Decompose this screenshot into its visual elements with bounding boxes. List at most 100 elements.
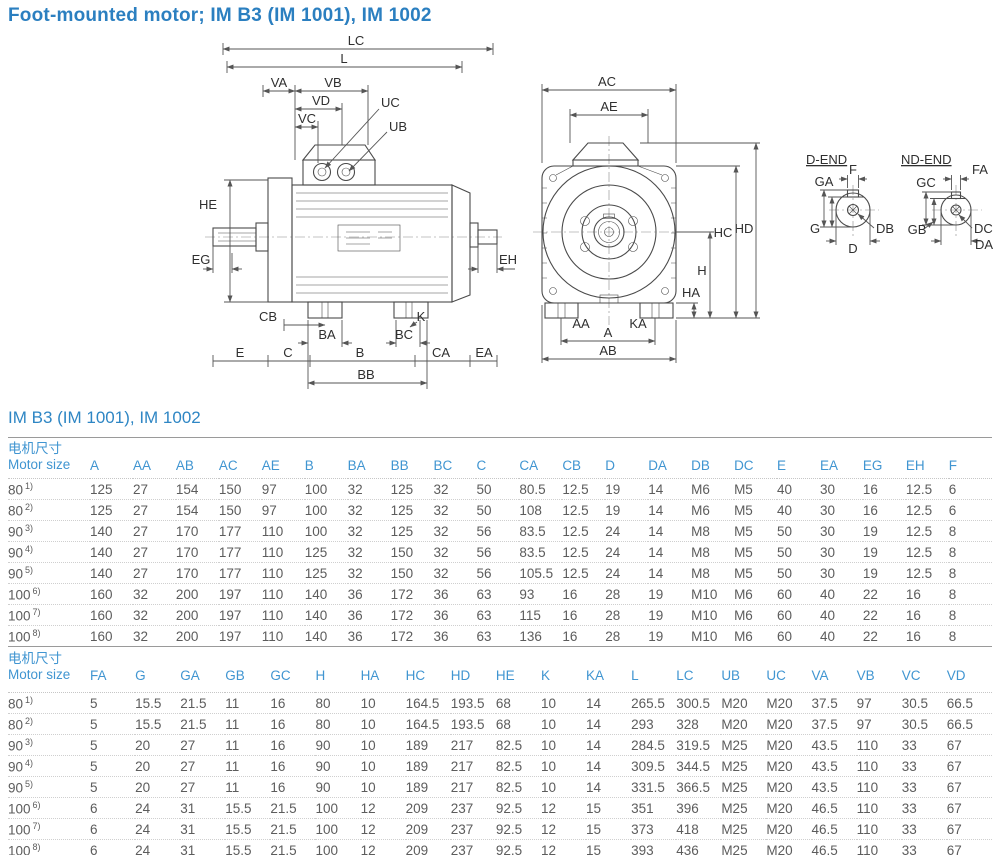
dim-cell: 12.5 — [562, 478, 606, 500]
dim-cell: 10 — [540, 734, 587, 756]
dim-cell: 15 — [586, 839, 632, 855]
dim-cell: 19 — [605, 478, 649, 500]
dim-cell: 11 — [225, 713, 271, 735]
dim-cell: 67 — [946, 839, 992, 855]
dim-cell: 14 — [648, 520, 692, 542]
dim-cell: 92.5 — [495, 797, 541, 819]
dim-cell: 351 — [631, 797, 677, 819]
dim-cell: 160 — [90, 604, 133, 626]
dim-cell: 15.5 — [225, 839, 271, 855]
col-header-uc: UC — [766, 648, 812, 693]
dim-cell: 140 — [304, 583, 348, 605]
dim-cell: 43.5 — [811, 734, 857, 756]
dim-cell: 136 — [519, 625, 563, 647]
d-end-detail: D-END F GA G DB D — [806, 152, 894, 256]
dim-cell: 83.5 — [519, 541, 563, 563]
dim-cell: 197 — [218, 604, 262, 626]
dim-cell: 418 — [676, 818, 722, 840]
dim-cell: 37.5 — [811, 692, 857, 714]
dim-cell: 60 — [777, 604, 820, 626]
dim-cell: 6 — [90, 797, 136, 819]
dim-cell: 32 — [132, 625, 176, 647]
dim-cell: 6 — [90, 818, 136, 840]
dim-cell: 28 — [605, 625, 649, 647]
col-header-va: VA — [811, 648, 857, 693]
dim-cell: 46.5 — [811, 839, 857, 855]
dim-cell: 160 — [90, 583, 133, 605]
dim-cell: 10 — [360, 776, 406, 798]
col-header-vd: VD — [946, 648, 992, 693]
dim-cell: 15.5 — [225, 818, 271, 840]
dim-cell: 20 — [135, 776, 181, 798]
dim-cell: 33 — [901, 818, 947, 840]
dim-cell: 97 — [856, 713, 902, 735]
dim-cell: 24 — [605, 520, 649, 542]
dim-label-hd: HD — [735, 221, 754, 236]
dim-cell: 197 — [218, 583, 262, 605]
dim-cell: M25 — [721, 776, 767, 798]
dim-cell: 33 — [901, 755, 947, 777]
dim-cell: 30 — [819, 520, 863, 542]
dim-cell: 396 — [676, 797, 722, 819]
side-view: LC L VA VB VD VC UC UB HE EG — [192, 33, 517, 389]
dim-cell: M5 — [734, 520, 777, 542]
col-header-vc: VC — [901, 648, 947, 693]
dim-cell: 100 — [315, 839, 361, 855]
dim-cell: M8 — [691, 520, 735, 542]
dim-cell: 27 — [132, 478, 176, 500]
dim-cell: 80 — [315, 692, 361, 714]
dim-cell: 10 — [360, 692, 406, 714]
dim-cell: 14 — [586, 713, 632, 735]
dim-cell: 50 — [476, 478, 520, 500]
dim-cell: 193.5 — [450, 692, 496, 714]
dim-cell: 5 — [90, 776, 136, 798]
dim-cell: 19 — [862, 562, 906, 584]
dim-cell: 5 — [90, 734, 136, 756]
col-header-ka: KA — [586, 648, 632, 693]
dim-cell: 12.5 — [562, 520, 606, 542]
dim-cell: M5 — [734, 499, 777, 521]
dim-cell: 110 — [856, 818, 902, 840]
dim-cell: 19 — [605, 499, 649, 521]
dim-cell: 36 — [433, 583, 477, 605]
dim-cell: 21.5 — [180, 713, 226, 735]
dim-cell: 150 — [390, 541, 434, 563]
col-header-bc: BC — [433, 437, 477, 479]
dim-cell: 82.5 — [495, 755, 541, 777]
col-header-eg: EG — [862, 437, 906, 479]
col-header-fa: FA — [90, 648, 136, 693]
dim-cell: 60 — [777, 625, 820, 647]
dim-cell: 46.5 — [811, 818, 857, 840]
col-header-a: A — [90, 437, 133, 479]
dim-label-eh: EH — [499, 252, 517, 267]
dim-cell: 15.5 — [135, 692, 181, 714]
dim-cell: 177 — [218, 541, 262, 563]
dim-cell: 36 — [347, 625, 391, 647]
dim-cell: M5 — [734, 478, 777, 500]
col-header-e: E — [777, 437, 820, 479]
dim-cell: M20 — [766, 839, 812, 855]
dim-cell: 293 — [631, 713, 677, 735]
dim-cell: 90 — [315, 734, 361, 756]
col-header-ub: UB — [721, 648, 767, 693]
dim-cell: 22 — [862, 625, 906, 647]
dim-cell: 43.5 — [811, 776, 857, 798]
dim-label-ka: KA — [629, 316, 647, 331]
dim-cell: 66.5 — [946, 713, 992, 735]
dim-label-hc: HC — [714, 225, 733, 240]
dim-cell: 31 — [180, 818, 226, 840]
dim-cell: M20 — [721, 692, 767, 714]
dim-cell: 24 — [605, 562, 649, 584]
dim-cell: 19 — [648, 583, 692, 605]
dim-cell: 110 — [261, 604, 305, 626]
dim-cell: 36 — [347, 583, 391, 605]
dim-label-gb: GB — [908, 222, 927, 237]
dim-cell: M20 — [721, 713, 767, 735]
dim-cell: 284.5 — [631, 734, 677, 756]
col-header-bb: BB — [390, 437, 434, 479]
dim-cell: 436 — [676, 839, 722, 855]
